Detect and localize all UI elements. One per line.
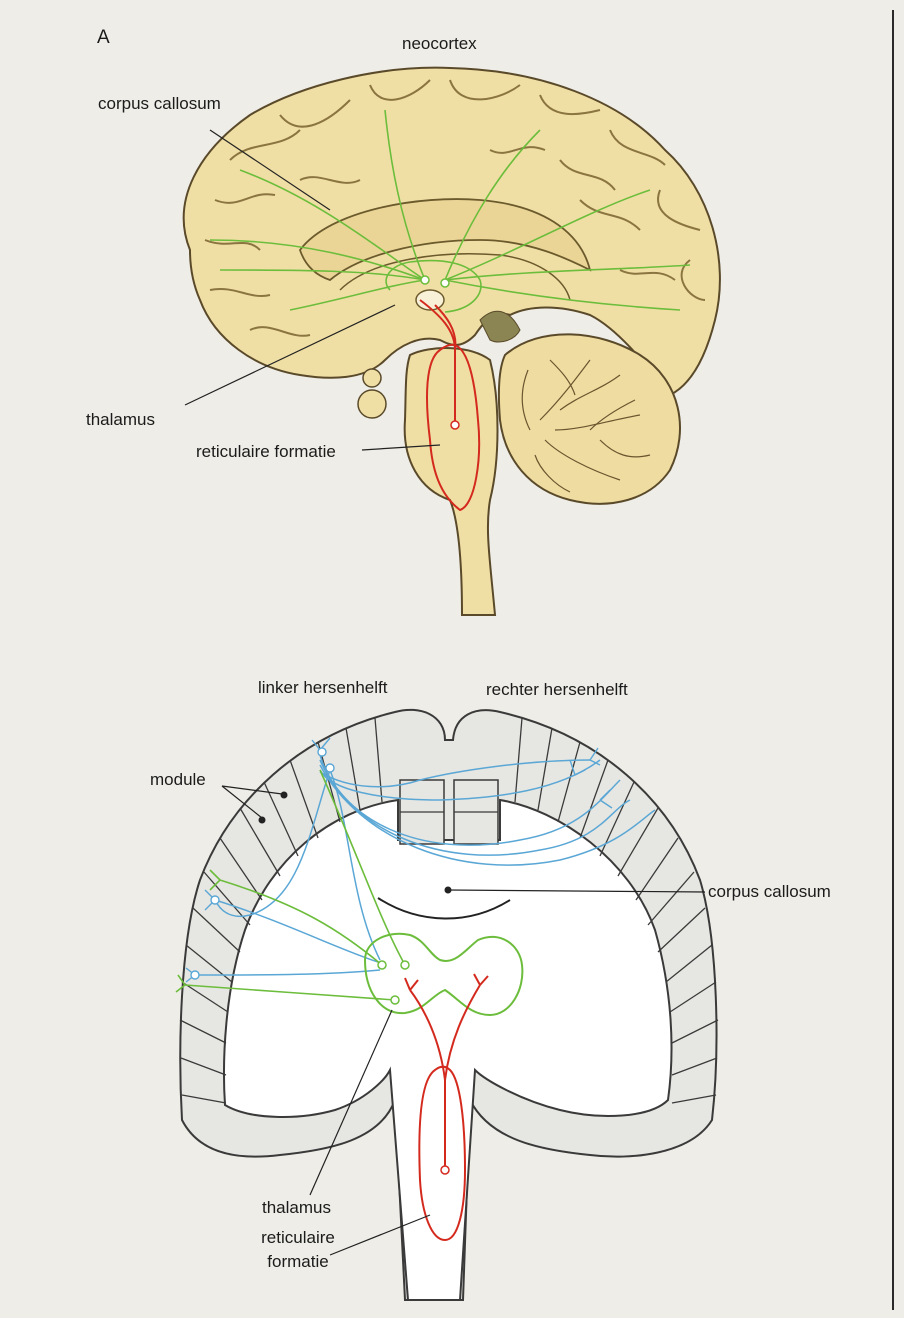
brainstem [405, 348, 498, 615]
label-reticular-formation-line1: reticulaire [248, 1228, 348, 1248]
label-thalamus-bottom: thalamus [262, 1198, 331, 1218]
label-corpus-callosum-top: corpus callosum [98, 94, 221, 114]
label-left-hemisphere: linker hersenhelft [258, 678, 387, 698]
label-corpus-callosum-bottom: corpus callosum [708, 882, 831, 902]
panel-label: A [97, 28, 110, 48]
label-module: module [150, 770, 206, 790]
coronal-schematic-diagram [176, 710, 718, 1300]
label-reticular-formation-line2: formatie [248, 1252, 348, 1272]
label-right-hemisphere: rechter hersenhelft [486, 680, 628, 700]
label-reticular-formation-top: reticulaire formatie [196, 442, 336, 462]
hemispheres-inner [224, 800, 672, 1300]
label-neocortex: neocortex [402, 34, 477, 54]
sagittal-brain-diagram [184, 68, 720, 615]
label-thalamus-top: thalamus [86, 410, 155, 430]
